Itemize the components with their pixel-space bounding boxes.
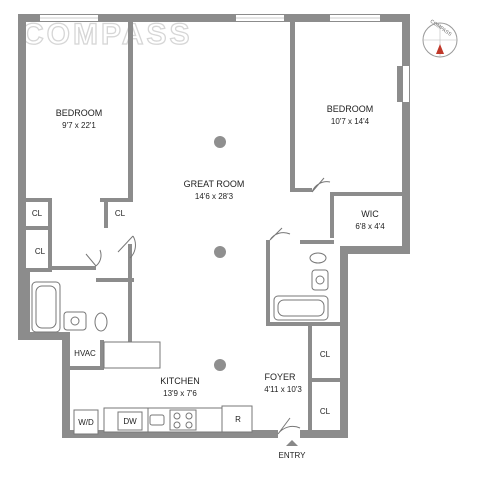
- closet-label-3: CL: [35, 247, 46, 256]
- closet-label-4: CL: [320, 350, 331, 359]
- refrigerator: [221, 405, 253, 433]
- room-name-bedroom-left: BEDROOM: [56, 108, 103, 118]
- room-name-wic: WIC: [361, 209, 379, 219]
- hvac-label: HVAC: [74, 349, 96, 358]
- washer-dryer: [73, 409, 99, 435]
- column-1: [214, 136, 226, 148]
- doors: [85, 177, 331, 435]
- interior-walls: [26, 20, 408, 438]
- compass-label: COMPASS: [429, 19, 453, 38]
- kitchen-sink: [149, 414, 165, 426]
- refrigerator-label: R: [235, 415, 241, 424]
- closet-label-2: CL: [115, 209, 126, 218]
- column-3: [214, 359, 226, 371]
- room-name-great-room: GREAT ROOM: [184, 179, 245, 189]
- compass-rose-icon: COMPASS N: [422, 19, 458, 58]
- room-dims-bedroom-left: 9'7 x 22'1: [62, 121, 96, 130]
- closet-label-5: CL: [320, 407, 331, 416]
- stove: [169, 409, 197, 431]
- toilet-right: [309, 252, 327, 264]
- room-dims-kitchen: 13'9 x 7'6: [163, 389, 197, 398]
- dishwasher: [117, 411, 143, 431]
- room-name-bedroom-right: BEDROOM: [327, 104, 374, 114]
- entry-arrow-icon: [286, 440, 298, 446]
- column-2: [214, 246, 226, 258]
- compass-logo: COMPASS: [22, 18, 192, 51]
- room-name-kitchen: KITCHEN: [160, 376, 200, 386]
- washer-dryer-label: W/D: [78, 418, 94, 427]
- room-dims-wic: 6'8 x 4'4: [355, 222, 385, 231]
- toilet-left: [94, 312, 108, 332]
- closet-label-1: CL: [32, 209, 43, 218]
- dishwasher-label: DW: [123, 417, 137, 426]
- room-dims-bedroom-right: 10'7 x 14'4: [331, 117, 370, 126]
- compass-north-label: N: [438, 48, 442, 54]
- room-dims-great-room: 14'6 x 28'3: [195, 192, 234, 201]
- exterior-walls: [18, 14, 410, 438]
- room-dims-foyer: 4'11 x 10'3: [264, 385, 302, 394]
- entry-label: ENTRY: [279, 451, 307, 460]
- counter-peninsula: [103, 341, 161, 369]
- room-name-foyer: FOYER: [264, 372, 296, 382]
